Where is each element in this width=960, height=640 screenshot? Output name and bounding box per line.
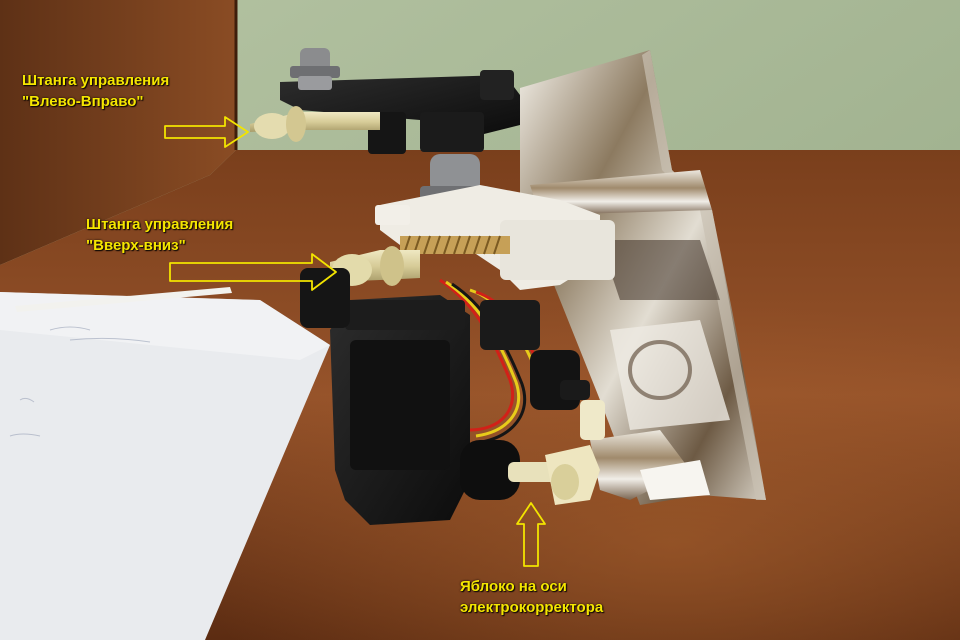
- label-left-right-line1: Штанга управления: [22, 72, 170, 89]
- label-corrector-ball: Яблоко на оси электрокорректора: [460, 576, 603, 618]
- label-up-down-line2: "Вверх-вниз": [86, 237, 186, 254]
- arrow-left-right: [164, 116, 249, 148]
- annotation-arrows: [164, 116, 546, 567]
- arrow-corrector-ball: [516, 502, 546, 567]
- label-left-right-line2: "Влево-Вправо": [22, 93, 144, 110]
- white-stick: [15, 287, 232, 312]
- label-up-down-rod: Штанга управления "Вверх-вниз": [86, 214, 233, 256]
- label-left-right-rod: Штанга управления "Влево-Вправо": [22, 70, 169, 112]
- label-corrector-line2: электрокорректора: [460, 599, 604, 616]
- arrow-up-down: [169, 253, 337, 291]
- label-corrector-line1: Яблоко на оси: [460, 578, 567, 595]
- paper-sheet: [0, 292, 330, 640]
- label-up-down-line1: Штанга управления: [86, 216, 234, 233]
